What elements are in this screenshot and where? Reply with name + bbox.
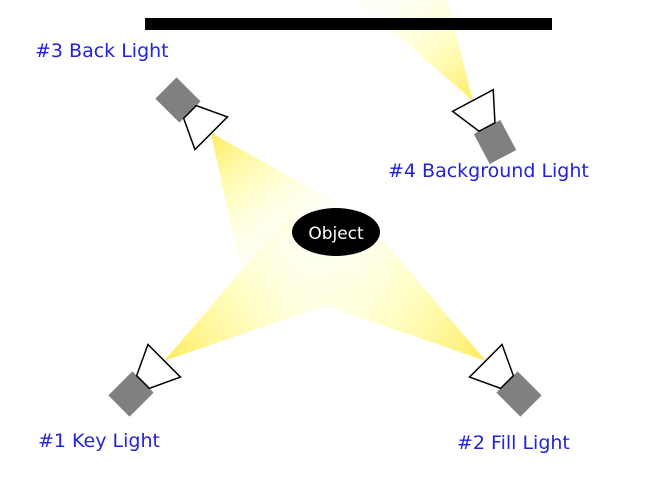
background-spotlight-icon	[451, 88, 517, 165]
object-ellipse	[292, 208, 380, 256]
spotlight-body	[496, 371, 542, 417]
fill-spotlight-icon	[468, 343, 542, 417]
key-light-label: #1 Key Light	[38, 430, 160, 452]
back-light-label: #3 Back Light	[35, 40, 169, 62]
back-spotlight-icon	[155, 77, 229, 151]
background-wall-bar	[145, 18, 552, 30]
key-spotlight-icon	[108, 343, 182, 417]
spotlight-cone	[135, 343, 182, 390]
object-label: Object	[308, 224, 364, 244]
spotlight-body	[155, 77, 201, 123]
background-light-label: #4 Background Light	[388, 160, 589, 182]
spotlight-body	[108, 371, 154, 417]
spotlight-cone	[451, 88, 496, 133]
spotlight-cone	[182, 104, 229, 151]
spotlight-body	[473, 119, 517, 165]
spotlight-cone	[468, 343, 515, 390]
background-light-beam	[357, 0, 473, 101]
back-light-beam	[211, 133, 338, 281]
fill-light-label: #2 Fill Light	[457, 432, 570, 454]
